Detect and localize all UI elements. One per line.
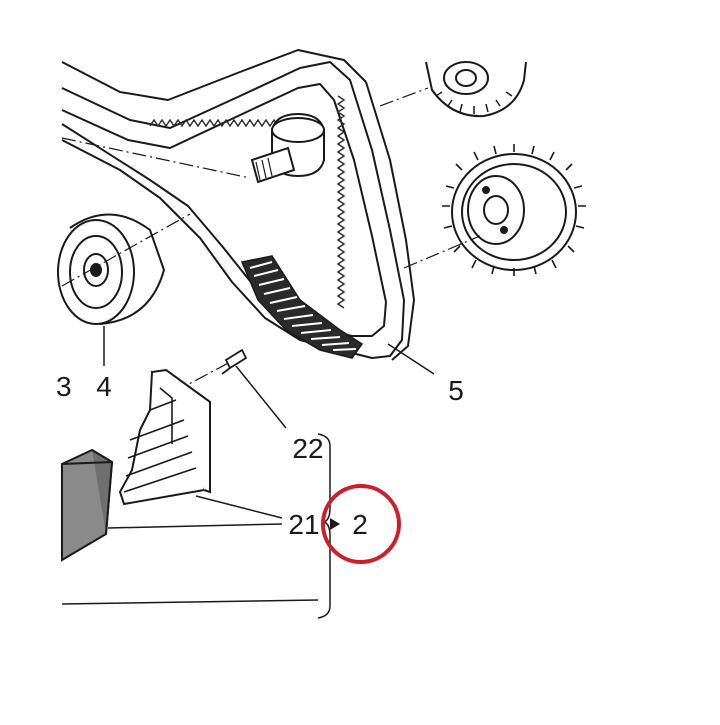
callout-2: 2 xyxy=(352,509,368,540)
camshaft-sprocket-lower xyxy=(442,144,586,276)
belt-toothed-section xyxy=(240,255,364,359)
camshaft-sprocket-upper xyxy=(425,61,527,118)
tensioner-pulley xyxy=(57,213,166,326)
screw-part-22 xyxy=(221,348,248,375)
callout-3-partial: 3 xyxy=(56,371,72,402)
leader-lines xyxy=(61,326,435,619)
callout-4: 4 xyxy=(96,371,112,402)
idler-stud xyxy=(250,112,325,184)
timing-belt xyxy=(61,49,415,361)
callout-22: 22 xyxy=(292,433,323,464)
highlight-circle xyxy=(321,484,401,564)
cover-bracket xyxy=(118,368,212,506)
callout-labels: 3 4 5 22 21 2 xyxy=(56,371,464,540)
callout-21: 21 xyxy=(288,509,319,540)
cover-block xyxy=(61,448,114,562)
callout-arrow xyxy=(330,518,340,530)
callout-5: 5 xyxy=(448,375,464,406)
